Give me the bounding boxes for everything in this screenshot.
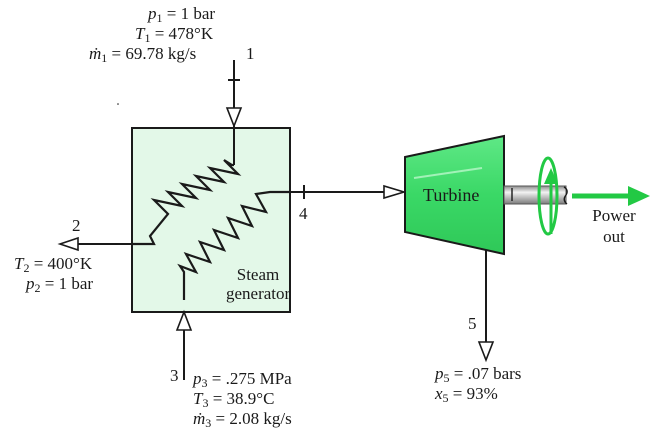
value: = 1 bar xyxy=(44,274,94,293)
stream-2-pressure: p2 = 1 bar xyxy=(26,274,94,295)
value: = .07 bars xyxy=(453,364,522,383)
value: = 478°K xyxy=(154,24,214,43)
subscript: 3 xyxy=(205,416,212,430)
subscript: 2 xyxy=(34,281,41,295)
stream-3-number: 3 xyxy=(170,366,179,385)
subscript: 1 xyxy=(144,31,151,45)
stream-5-pressure: p5 = .07 bars xyxy=(435,364,522,385)
value: = 2.08 kg/s xyxy=(215,409,292,428)
label-line-2: generator xyxy=(226,284,291,303)
symbol: ṁ xyxy=(193,409,206,428)
stream-1-arrow-icon xyxy=(225,107,243,129)
stream-1-number: 1 xyxy=(246,44,255,63)
steam-generator-label: Steam generator xyxy=(226,265,290,303)
stream-4-arrow-icon xyxy=(383,184,407,200)
symbol: p xyxy=(435,364,444,383)
stream-3-arrow-icon xyxy=(175,309,193,331)
stream-5-quality: x5 = 93% xyxy=(435,384,498,405)
symbol: p xyxy=(26,274,35,293)
stream-2-number: 2 xyxy=(72,216,81,235)
stream-5-outlet-line xyxy=(477,250,495,363)
stream-2-temperature: T2 = 400°K xyxy=(14,254,93,275)
stream-1-mass-flow: ṁ1 = 69.78 kg/s xyxy=(89,44,197,65)
value: = 38.9°C xyxy=(212,389,275,408)
value: = 93% xyxy=(452,384,498,403)
stream-3-inlet-line xyxy=(175,309,193,380)
symbol: T xyxy=(135,24,145,43)
label-line-1: Steam xyxy=(236,265,280,284)
subscript: 5 xyxy=(443,371,450,385)
stream-2-outlet-line xyxy=(57,236,132,252)
stream-4-number: 4 xyxy=(299,204,308,223)
turbine-label: Turbine xyxy=(423,185,480,205)
stream-2-arrow-icon xyxy=(57,236,79,252)
label-line-1: Power xyxy=(592,206,636,225)
stream-1-pressure: p1 = 1 bar xyxy=(148,4,216,25)
value: = 400°K xyxy=(33,254,93,273)
lower-coil xyxy=(177,190,290,300)
power-out-label: Power out xyxy=(586,206,642,246)
stream-5-number: 5 xyxy=(468,314,477,333)
symbol: T xyxy=(193,389,203,408)
subscript: 3 xyxy=(201,376,208,390)
subscript: 1 xyxy=(156,11,163,25)
stream-1-temperature: T1 = 478°K xyxy=(135,24,214,45)
power-out-arrow-icon xyxy=(572,186,650,206)
symbol: ṁ xyxy=(89,44,102,63)
rotation-arrow-icon xyxy=(537,156,559,236)
stream-5-arrow-icon xyxy=(477,341,495,363)
symbol: x xyxy=(435,384,443,403)
stream-4-line xyxy=(290,184,407,200)
stream-3-temperature: T3 = 38.9°C xyxy=(193,389,275,410)
stream-3-mass-flow: ṁ3 = 2.08 kg/s xyxy=(193,409,292,430)
subscript: 2 xyxy=(23,261,30,275)
value: = .275 MPa xyxy=(211,369,292,388)
symbol: p xyxy=(193,369,202,388)
value: = 1 bar xyxy=(166,4,216,23)
subscript: 3 xyxy=(202,396,209,410)
subscript: 1 xyxy=(101,51,108,65)
symbol: p xyxy=(148,4,157,23)
upper-coil xyxy=(132,159,242,246)
steam-generator-box xyxy=(131,127,291,313)
symbol: T xyxy=(14,254,24,273)
stream-3-pressure: p3 = .275 MPa xyxy=(193,369,292,390)
subscript: 5 xyxy=(442,391,449,405)
label-line-2: out xyxy=(603,227,625,246)
value: = 69.78 kg/s xyxy=(111,44,197,63)
turbine-body xyxy=(404,134,505,256)
stream-1-inlet-line xyxy=(225,60,243,165)
